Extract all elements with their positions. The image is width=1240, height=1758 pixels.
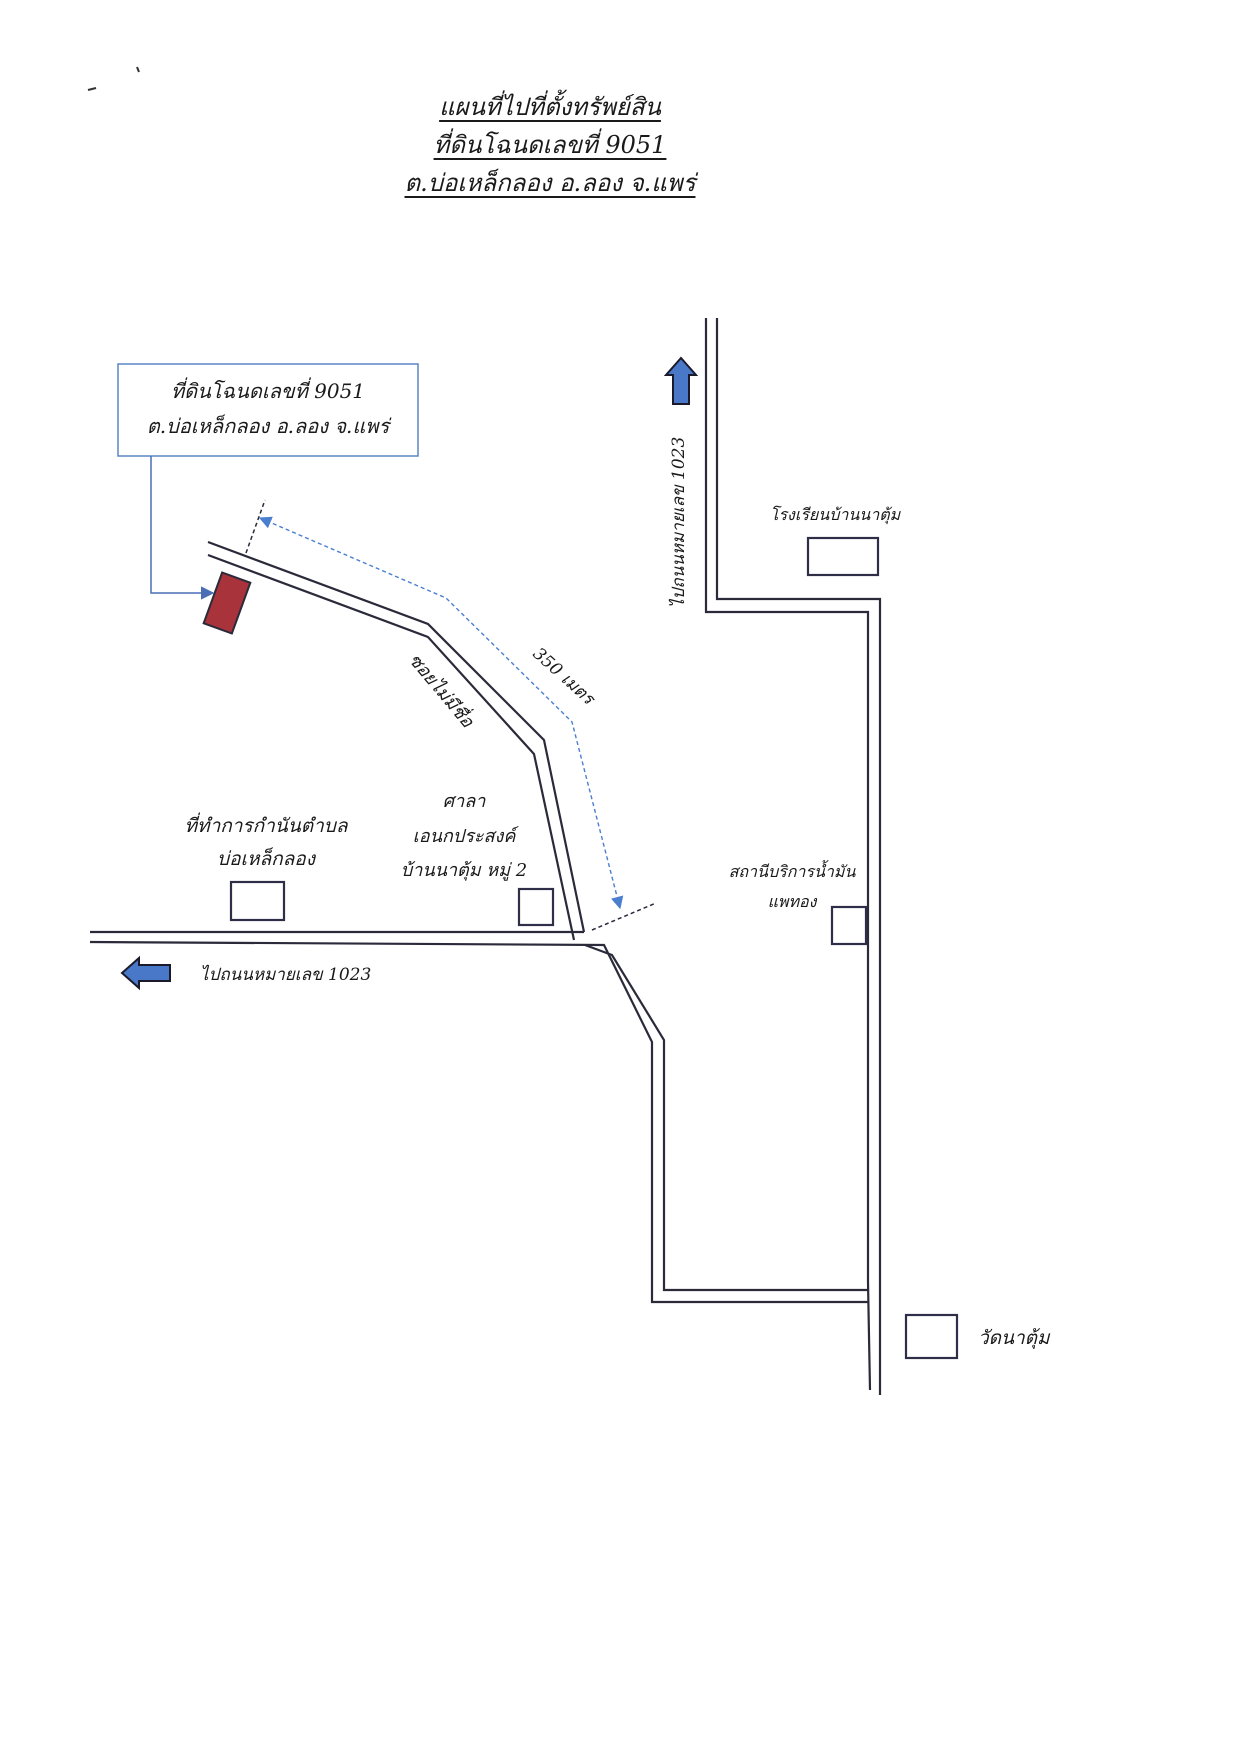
road-southwest-loop	[89, 940, 868, 1304]
gas-station-label-2: แพทอง	[768, 892, 818, 911]
map-title: แผนที่ไปที่ตั้งทรัพย์สิน ที่ดินโฉนดเลขที…	[0, 88, 1100, 202]
callout-line-2: ต.บ่อเหล็กลอง อ.ลอง จ.แพร่	[147, 414, 392, 438]
kamnan-office-label-1: ที่ทำการกำนันตำบล	[185, 812, 349, 837]
school-label: โรงเรียนบ้านนาตุ้ม	[770, 505, 902, 525]
scan-speck	[136, 66, 140, 73]
scan-speck	[87, 87, 97, 91]
land-plot	[202, 571, 252, 635]
kamnan-office-label-2: บ่อเหล็กลอง	[217, 847, 317, 870]
sala-box	[517, 887, 555, 927]
school-box	[806, 536, 880, 577]
road-network	[89, 318, 882, 1395]
temple-label: วัดนาตุ้ม	[978, 1327, 1051, 1349]
soi-north-edge	[207, 540, 586, 933]
callout-line-1: ที่ดินโฉนดเลขที่ 9051	[171, 377, 365, 403]
title-line-3: ต.บ่อเหล็กลอง อ.ลอง จ.แพร่	[404, 169, 696, 197]
distance-line	[258, 516, 624, 910]
callout-box	[117, 363, 419, 457]
distance-tick-start	[245, 499, 266, 554]
road-main-west-edge	[704, 318, 872, 1391]
road-southwest-inner	[584, 943, 868, 1292]
soi-label: ซอยไม่มีชื่อ	[404, 648, 481, 733]
arrow-left-icon	[120, 955, 171, 991]
road-main-east-edge	[715, 318, 882, 1395]
callout-leader	[150, 456, 215, 600]
title-line-1: แผนที่ไปที่ตั้งทรัพย์สิน	[439, 93, 661, 121]
title-line-2: ที่ดินโฉนดเลขที่ 9051	[433, 131, 667, 159]
road-west-label: ไปถนนหมายเลข 1023	[200, 964, 371, 985]
sala-label-2: เอนกประสงค์	[413, 826, 520, 847]
sala-label-3: บ้านนาตุ้ม หมู่ 2	[401, 860, 527, 881]
kamnan-office-box	[229, 880, 286, 922]
temple-box	[904, 1313, 959, 1360]
arrow-up-icon	[663, 356, 699, 405]
sala-label-1: ศาลา	[443, 791, 487, 812]
gas-station-box	[830, 905, 868, 946]
gas-station-label-1: สถานีบริการน้ำมัน	[729, 860, 857, 881]
distance-label: 350 เมตร	[529, 644, 600, 710]
distance-tick-end	[591, 902, 657, 931]
road-north-label: ไปถนนหมายเลข 1023	[668, 437, 689, 608]
